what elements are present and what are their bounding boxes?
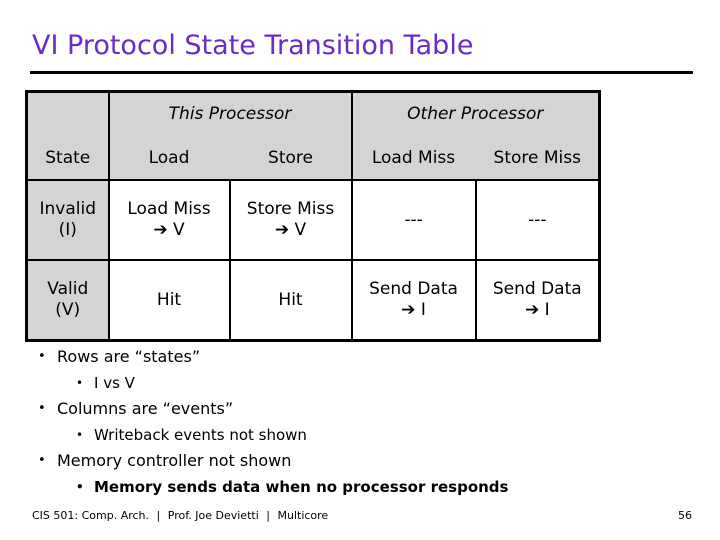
transition-line: ➔ I: [353, 300, 475, 321]
bullet-list: Rows are “states” I vs V Columns are “ev…: [32, 344, 692, 500]
footer-topic: Multicore: [277, 509, 329, 522]
action-text: Send Data: [369, 279, 458, 299]
arrow-right-icon: ➔: [274, 220, 290, 240]
state-name: Invalid: [39, 199, 96, 219]
list-item: I vs V: [32, 370, 692, 396]
list-item: Memory sends data when no processor resp…: [32, 474, 692, 500]
transition-line: ➔ V: [110, 220, 229, 241]
cell-valid-load-miss: Send Data ➔ I: [350, 259, 477, 342]
title-divider: [30, 71, 693, 74]
cell-valid-store-miss: Send Data ➔ I: [474, 259, 601, 342]
footer-instructor: Prof. Joe Devietti: [167, 509, 259, 522]
page-title: VI Protocol State Transition Table: [32, 30, 474, 61]
action-text: ---: [528, 209, 547, 230]
header-state: State: [25, 136, 110, 181]
cell-valid-load: Hit: [107, 259, 231, 342]
arrow-right-icon: ➔: [153, 220, 168, 240]
transition-line: ➔ I: [477, 300, 599, 321]
action-text: Store Miss: [246, 199, 335, 219]
cell-valid-store: Hit: [228, 259, 353, 342]
header-load-miss: Load Miss: [350, 136, 476, 181]
action-text: ---: [404, 209, 423, 230]
action-text: Send Data: [492, 279, 582, 299]
cell-invalid-store: Store Miss ➔ V: [228, 179, 353, 261]
transition-target: I: [420, 300, 426, 320]
action-text: Hit: [156, 289, 182, 310]
header-group-other-processor: Other Processor: [350, 90, 601, 136]
cell-invalid-load-miss: ---: [350, 179, 477, 261]
header-store-miss: Store Miss: [475, 136, 601, 181]
transition-target: V: [294, 220, 307, 240]
transition-line: ➔ V: [231, 220, 351, 241]
header-load: Load: [107, 136, 230, 181]
footer-separator: |: [266, 509, 270, 522]
list-item: Rows are “states”: [32, 344, 692, 370]
cell-state-invalid: Invalid (I): [25, 179, 110, 261]
action-text: Hit: [278, 289, 303, 310]
footer: CIS 501: Comp. Arch. | Prof. Joe Deviett…: [32, 508, 328, 523]
header-group-blank: [25, 90, 110, 136]
transition-target: I: [544, 300, 550, 320]
state-transition-table: This Processor Other Processor State Loa…: [25, 90, 602, 342]
action-text: Load Miss: [127, 199, 211, 219]
state-abbrev: (V): [55, 300, 81, 320]
list-item: Memory controller not shown: [32, 448, 692, 474]
header-group-this-processor: This Processor: [107, 90, 353, 136]
table-row: Valid (V) Hit Hit Send Data ➔ I Send Dat…: [25, 259, 601, 342]
transition-target: V: [173, 220, 185, 240]
list-item: Columns are “events”: [32, 396, 692, 422]
cell-invalid-load: Load Miss ➔ V: [107, 179, 231, 261]
cell-state-valid: Valid (V): [25, 259, 110, 342]
footer-course: CIS 501: Comp. Arch.: [32, 509, 150, 522]
state-name: Valid: [47, 279, 89, 299]
footer-separator: |: [156, 509, 161, 522]
cell-invalid-store-miss: ---: [474, 179, 601, 261]
list-item: Writeback events not shown: [32, 422, 692, 448]
table-row: Invalid (I) Load Miss ➔ V Store Miss ➔ V…: [25, 179, 601, 261]
header-store: Store: [229, 136, 353, 181]
state-abbrev: (I): [58, 220, 77, 240]
arrow-right-icon: ➔: [401, 300, 416, 320]
table-group-header-row: This Processor Other Processor: [25, 90, 601, 136]
table-column-header-row: State Load Store Load Miss Store Miss: [25, 136, 601, 181]
arrow-right-icon: ➔: [524, 300, 540, 320]
page-number: 56: [678, 509, 692, 522]
